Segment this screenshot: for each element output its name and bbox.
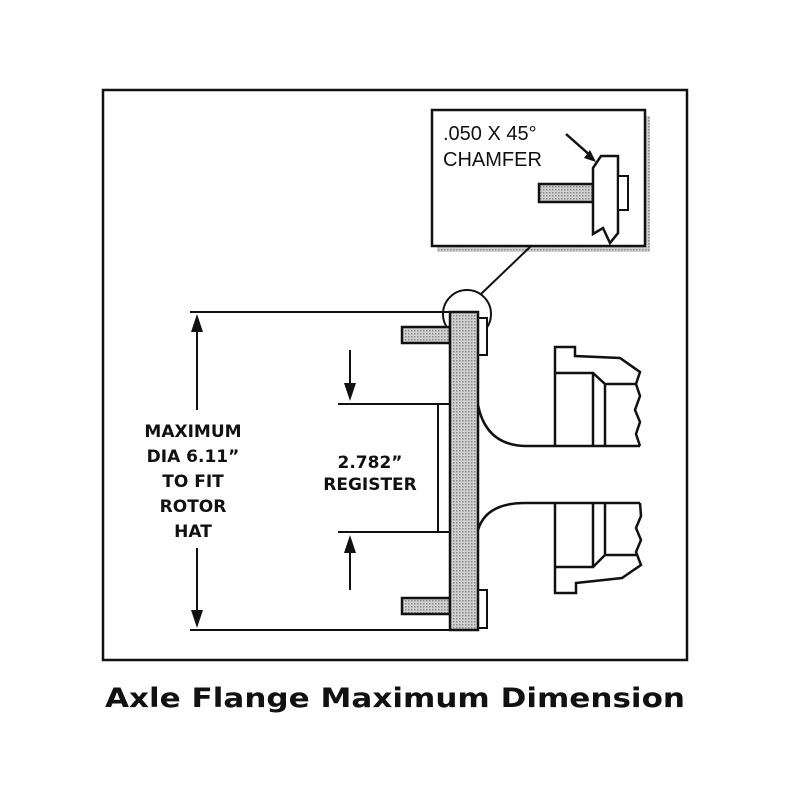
arrow-down-icon: [191, 610, 203, 628]
detail-leader-line: [480, 245, 532, 295]
inset-nut: [617, 175, 629, 211]
chamfer-size-label: .050 X 45°: [443, 123, 537, 145]
axle-flange-plate: [448, 310, 480, 632]
bottom-stud-head: [477, 589, 488, 629]
chamfer-detail-inset: .050 X 45° CHAMFER: [430, 108, 650, 252]
max-dia-dimension: [190, 311, 450, 631]
outer-frame: [101, 88, 689, 662]
svg-text:REGISTER: REGISTER: [323, 475, 417, 495]
svg-text:2.782”: 2.782”: [338, 453, 403, 473]
inset-flange-section: [591, 154, 620, 246]
svg-text:ROTOR: ROTOR: [160, 497, 227, 517]
inset-stud: [537, 182, 595, 204]
bottom-stud: [400, 596, 452, 616]
svg-text:DIA 6.11”: DIA 6.11”: [147, 447, 240, 467]
arrow-up-icon: [344, 535, 356, 553]
register-lip: [437, 403, 451, 533]
svg-text:MAXIMUM: MAXIMUM: [144, 422, 241, 442]
register-label: 2.782” REGISTER: [323, 453, 417, 495]
chamfer-label: CHAMFER: [443, 149, 542, 171]
svg-text:TO FIT: TO FIT: [162, 472, 224, 492]
top-stud: [400, 325, 452, 345]
axle-shaft: [476, 404, 640, 531]
diagram-caption: Axle Flange Maximum Dimension: [105, 683, 685, 714]
max-dia-label: MAXIMUM DIA 6.11” TO FIT ROTOR HAT: [144, 422, 241, 542]
svg-text:HAT: HAT: [174, 522, 212, 542]
top-stud-head: [477, 317, 488, 356]
arrow-down-icon: [344, 383, 356, 401]
axle-housing: [553, 345, 643, 595]
arrow-up-icon: [191, 314, 203, 332]
